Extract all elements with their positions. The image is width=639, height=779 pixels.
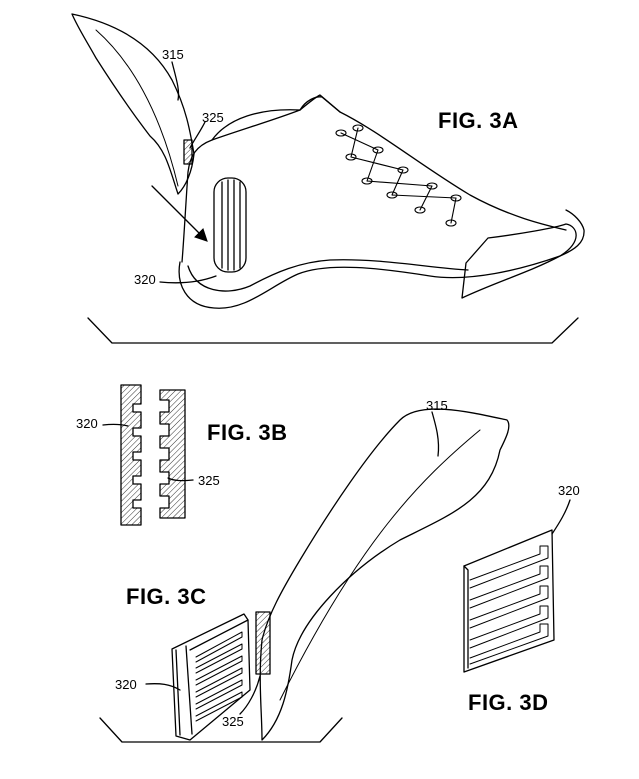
ref-325-fig3c: 325 xyxy=(222,714,244,729)
clip-325-fig3c xyxy=(256,612,270,674)
shoe-toe-cap xyxy=(462,224,576,298)
ref-325-fig3a: 325 xyxy=(202,110,224,125)
clip-325-fig3a xyxy=(184,140,192,164)
shoe-laces xyxy=(336,125,461,226)
fig-3b-part-320 xyxy=(121,385,141,525)
fig-3b-label: FIG. 3B xyxy=(207,420,288,446)
wing-315-fig3a xyxy=(72,14,194,194)
fig-3a-floor xyxy=(88,318,578,343)
fig-3b-drawing xyxy=(103,385,193,525)
fig-3a-label: FIG. 3A xyxy=(438,108,519,134)
shoe-element-320 xyxy=(214,178,246,272)
attach-arrow xyxy=(152,186,206,240)
fig-3b-part-325 xyxy=(160,390,185,518)
ref-320-fig3d: 320 xyxy=(558,483,580,498)
ref-320-fig3c: 320 xyxy=(115,677,137,692)
fig-3c-label: FIG. 3C xyxy=(126,584,207,610)
ref-315-fig3a: 315 xyxy=(162,47,184,62)
fig-3d-label: FIG. 3D xyxy=(468,690,549,716)
ref-325-fig3b: 325 xyxy=(198,473,220,488)
ref-320-fig3b: 320 xyxy=(76,416,98,431)
fig-3c-drawing xyxy=(100,409,509,742)
fig-3a-drawing xyxy=(72,14,584,343)
ref-320-fig3a: 320 xyxy=(134,272,156,287)
fig-3d-drawing xyxy=(464,500,570,672)
ref-315-fig3c: 315 xyxy=(426,398,448,413)
fig-3c-floor xyxy=(100,718,342,742)
